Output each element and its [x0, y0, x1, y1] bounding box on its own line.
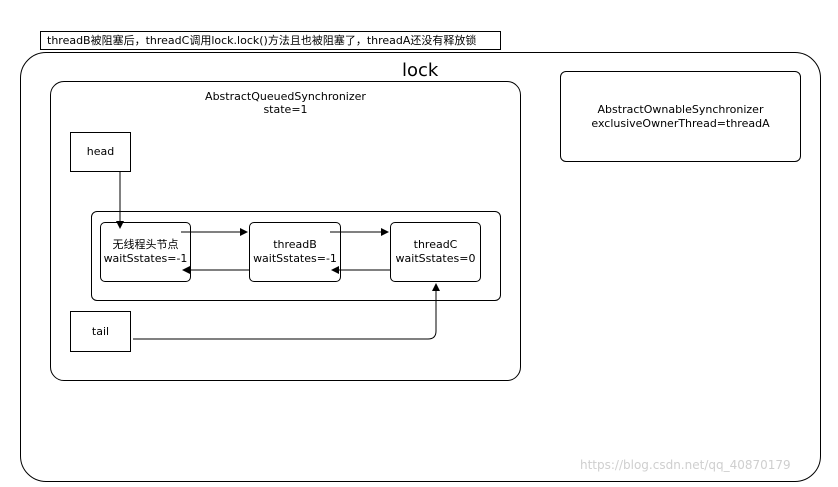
head-label: head	[86, 145, 115, 158]
queue-node-threadc: threadC waitSstates=0	[390, 222, 481, 282]
watermark: https://blog.csdn.net/qq_40870179	[580, 458, 791, 472]
node-name: threadB	[273, 238, 317, 251]
aos-box: AbstractOwnableSynchronizer exclusiveOwn…	[560, 71, 801, 162]
aqs-name: AbstractQueuedSynchronizer	[205, 90, 366, 103]
aos-name: AbstractOwnableSynchronizer	[597, 102, 764, 116]
diagram-caption: threadB被阻塞后，threadC调用lock.lock()方法且也被阻塞了…	[40, 31, 501, 50]
tail-to-last-node-arrow	[133, 283, 440, 340]
node-name: threadC	[413, 238, 458, 251]
aos-owner: exclusiveOwnerThread=threadA	[591, 116, 770, 130]
tail-pointer-box: tail	[70, 311, 131, 352]
queue-node-head: 无线程头节点 waitSstates=-1	[100, 222, 191, 282]
tail-label: tail	[91, 324, 110, 338]
node-name: 无线程头节点	[112, 238, 179, 251]
node-wait-status: waitSstates=-1	[103, 252, 188, 265]
aqs-label: AbstractQueuedSynchronizer state=1	[50, 90, 521, 116]
head-pointer-box: head	[70, 132, 131, 172]
queue-node-threadb: threadB waitSstates=-1	[249, 222, 341, 282]
lock-title: lock	[402, 60, 439, 81]
node-wait-status: waitSstates=-1	[253, 252, 337, 265]
aqs-state: state=1	[263, 103, 308, 116]
node-wait-status: waitSstates=0	[395, 252, 476, 265]
